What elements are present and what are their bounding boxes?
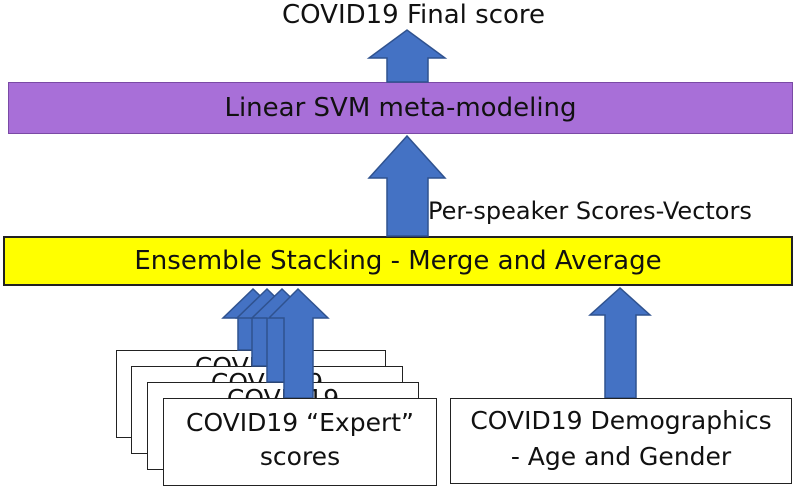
expert-scores-card: COVID19 “Expert” scores	[163, 398, 437, 486]
demographics-line2: - Age and Gender	[510, 442, 732, 471]
scores-vectors-label: Per-speaker Scores-Vectors	[428, 197, 752, 225]
demographics-line1: COVID19 Demographics	[470, 406, 772, 435]
demographics-card: COVID19 Demographics - Age and Gender	[450, 398, 792, 484]
expert-scores-line1: COVID19 “Expert”	[185, 408, 414, 437]
ensemble-stacking-label: Ensemble Stacking - Merge and Average	[134, 246, 662, 276]
ensemble-stacking-box: Ensemble Stacking - Merge and Average	[3, 236, 793, 286]
arrow-up-final	[366, 29, 448, 83]
expert-scores-line2: scores	[259, 442, 341, 471]
arrow-up-svm	[367, 134, 447, 237]
svm-meta-modeling-label: Linear SVM meta-modeling	[224, 93, 577, 123]
arrow-up-demographics	[588, 286, 652, 399]
svm-meta-modeling-box: Linear SVM meta-modeling	[8, 82, 793, 134]
final-score-label: COVID19 Final score	[282, 0, 546, 30]
